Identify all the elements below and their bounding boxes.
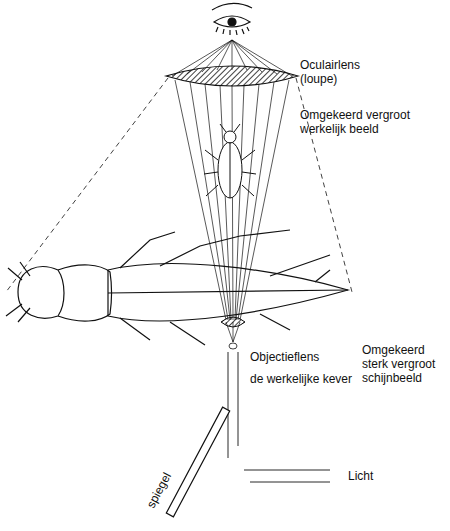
intermediate-beetle (204, 124, 256, 198)
light-label: Licht (348, 469, 373, 483)
eye (212, 3, 252, 35)
mirror (166, 407, 229, 517)
image-label: Omgekeerd vergroot werkelijk beeld (300, 108, 420, 136)
mirror-label: spiegel (144, 470, 174, 510)
light-path (228, 352, 330, 482)
lens-label: Objectieflens (250, 350, 319, 364)
real-beetle (229, 343, 237, 349)
object-label: de werkelijke kever (250, 372, 352, 386)
large-virtual-beetle (6, 230, 348, 345)
objective-lens (221, 317, 245, 327)
image-label: Omgekeerd sterk vergroot schijnbeeld (362, 343, 447, 385)
lens-label: Oculairlens (loupe) (300, 58, 368, 86)
eyepiece-lens (166, 66, 298, 86)
